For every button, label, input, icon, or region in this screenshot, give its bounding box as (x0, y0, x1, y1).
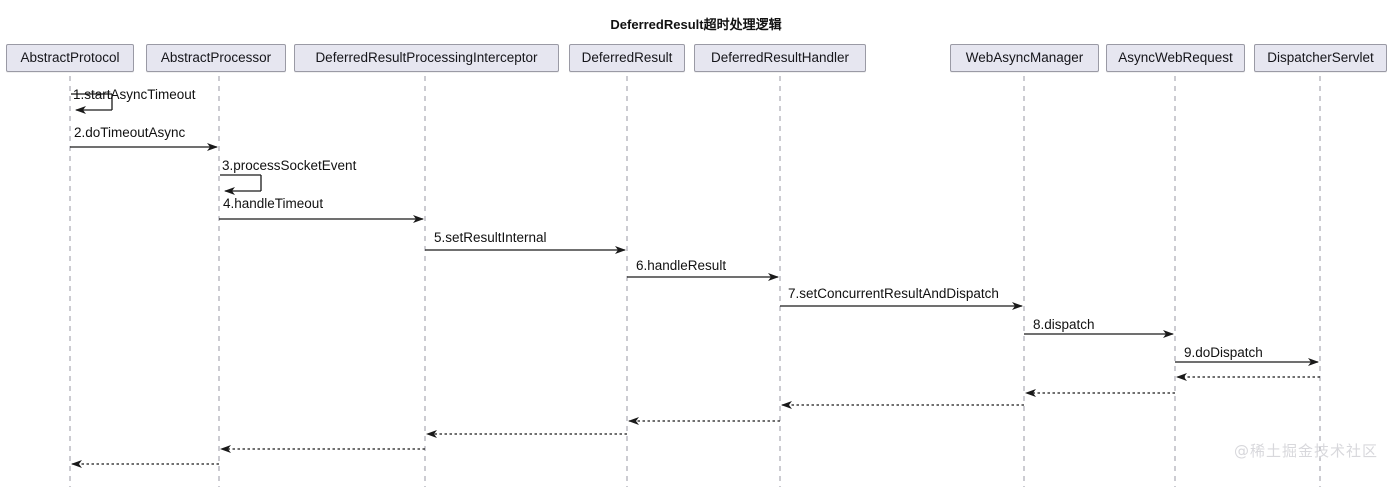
lifelines-group (69, 76, 1321, 487)
participant-web-async-manager[interactable]: WebAsyncManager (950, 44, 1099, 72)
participant-label: AbstractProcessor (160, 50, 272, 65)
participant-async-web-request[interactable]: AsyncWebRequest (1106, 44, 1245, 72)
participant-label: DispatcherServlet (1267, 50, 1374, 65)
participant-deferred-result[interactable]: DeferredResult (569, 44, 685, 72)
participant-label: WebAsyncManager (965, 50, 1084, 65)
participant-label: DeferredResultHandler (710, 50, 850, 65)
participant-dispatcher-servlet[interactable]: DispatcherServlet (1254, 44, 1387, 72)
participant-label: AbstractProtocol (20, 50, 120, 65)
participant-label: DeferredResult (581, 50, 673, 65)
return-messages-group (71, 373, 1320, 468)
messages-group (70, 93, 1319, 366)
participant-abstract-protocol[interactable]: AbstractProtocol (6, 44, 134, 72)
participant-interceptor[interactable]: DeferredResultProcessingInterceptor (294, 44, 559, 72)
participant-label: DeferredResultProcessingInterceptor (315, 50, 538, 65)
participant-abstract-processor[interactable]: AbstractProcessor (146, 44, 286, 72)
participant-deferred-handler[interactable]: DeferredResultHandler (694, 44, 866, 72)
participant-label: AsyncWebRequest (1118, 50, 1233, 65)
